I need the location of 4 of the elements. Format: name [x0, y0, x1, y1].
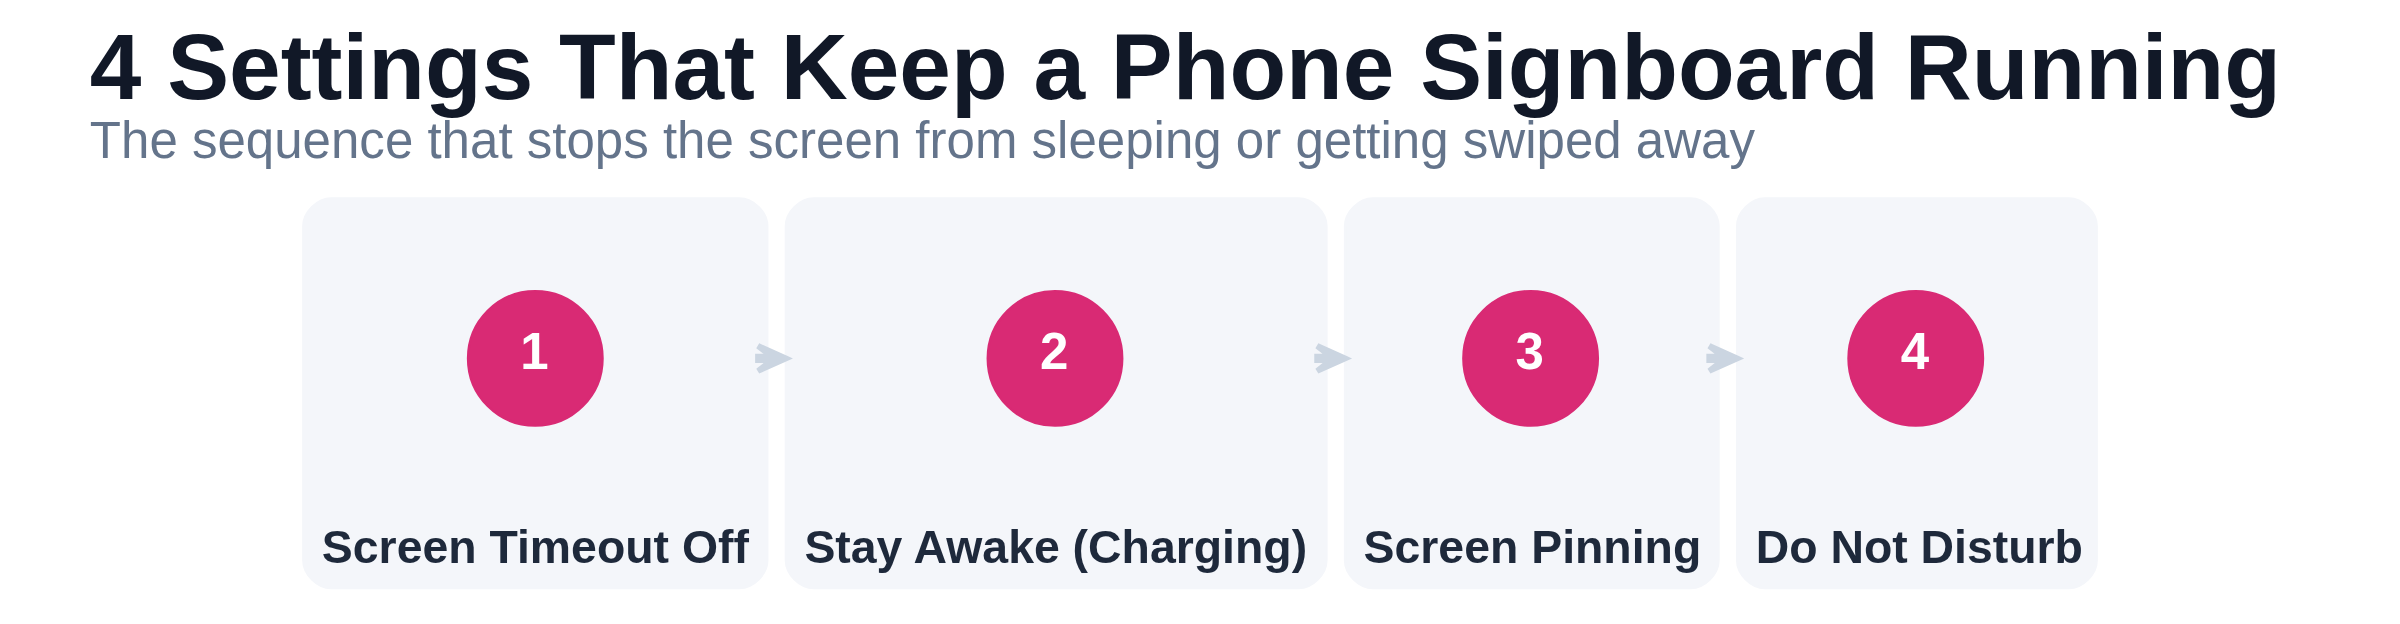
node-circle: 1	[466, 289, 604, 427]
node-circle: 4	[1847, 289, 1985, 427]
node-circle: 3	[1462, 289, 1600, 427]
node-circle: 2	[986, 289, 1124, 427]
